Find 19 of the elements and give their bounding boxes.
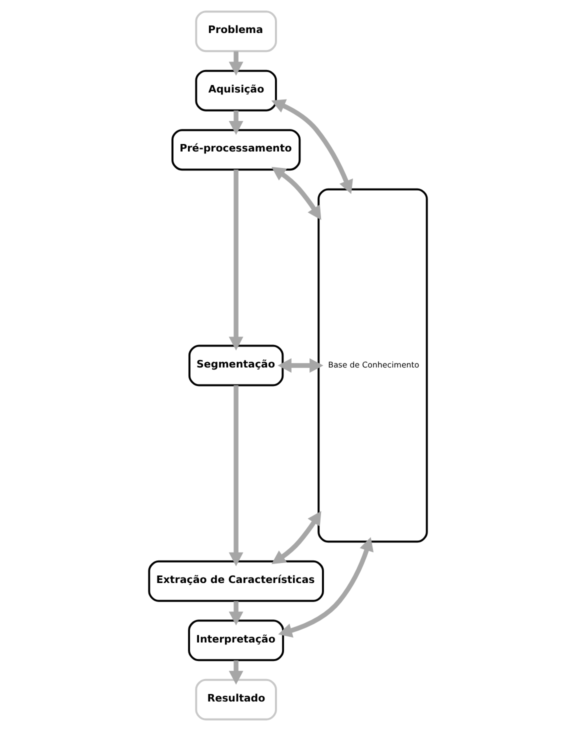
node-box: Resultado bbox=[194, 678, 276, 720]
node-box: Base de Conhecimento bbox=[317, 188, 428, 543]
arrow bbox=[228, 660, 243, 685]
arrow bbox=[271, 511, 321, 564]
node-box: Extração de Características bbox=[148, 560, 324, 602]
node-box: Interpretação bbox=[188, 620, 284, 662]
node-box: Pré-processamento bbox=[170, 129, 300, 171]
node-box: Segmentação bbox=[188, 344, 284, 386]
arrow bbox=[270, 99, 352, 194]
arrow bbox=[228, 170, 243, 351]
arrow bbox=[228, 51, 243, 76]
arrow bbox=[278, 537, 374, 638]
arrow bbox=[228, 110, 243, 135]
arrow bbox=[228, 601, 243, 626]
node-box: Problema bbox=[194, 10, 276, 52]
node-box: Aquisição bbox=[194, 70, 276, 112]
arrow bbox=[277, 358, 323, 373]
arrow bbox=[228, 385, 243, 566]
arrow bbox=[271, 166, 321, 220]
